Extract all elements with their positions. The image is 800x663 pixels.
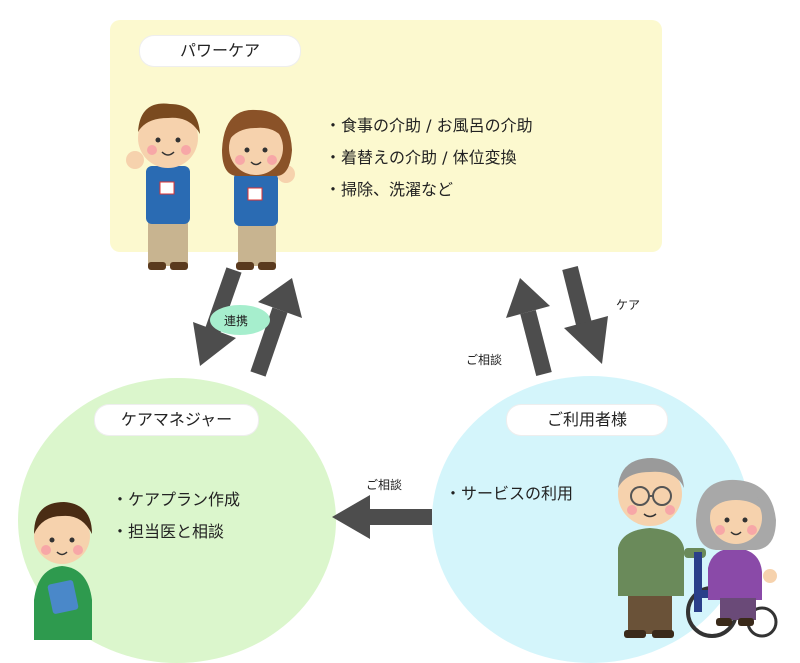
care-label: ケア (616, 298, 641, 312)
coordination-label: 連携 (224, 314, 249, 328)
care-manager-service-item: ケアプラン作成 (112, 484, 240, 516)
care-manager-service-list: ケアプラン作成 担当医と相談 (112, 484, 240, 548)
consult-label-provider: ご相談 (466, 353, 503, 367)
provider-service-list: 食事の介助 / お風呂の介助 着替えの介助 / 体位変換 掃除、洗濯など (325, 110, 533, 206)
arrow-user-to-manager (332, 495, 432, 539)
provider-service-item: 着替えの介助 / 体位変換 (325, 142, 533, 174)
care-manager-service-item: 担当医と相談 (112, 516, 240, 548)
arrow-provider-to-user (562, 266, 608, 364)
consult-label-manager: ご相談 (366, 478, 403, 492)
user-title: ご利用者様 (507, 405, 667, 435)
user-service-item: サービスの利用 (445, 478, 573, 510)
provider-service-item: 掃除、洗濯など (325, 174, 533, 206)
care-manager-title: ケアマネジャー (95, 405, 258, 435)
arrow-user-to-provider (506, 278, 552, 376)
arrow-manager-to-provider (250, 278, 302, 377)
coordination-badge (210, 305, 270, 335)
provider-service-item: 食事の介助 / お風呂の介助 (325, 110, 533, 142)
provider-title: パワーケア (140, 36, 300, 66)
user-service-list: サービスの利用 (445, 478, 573, 510)
